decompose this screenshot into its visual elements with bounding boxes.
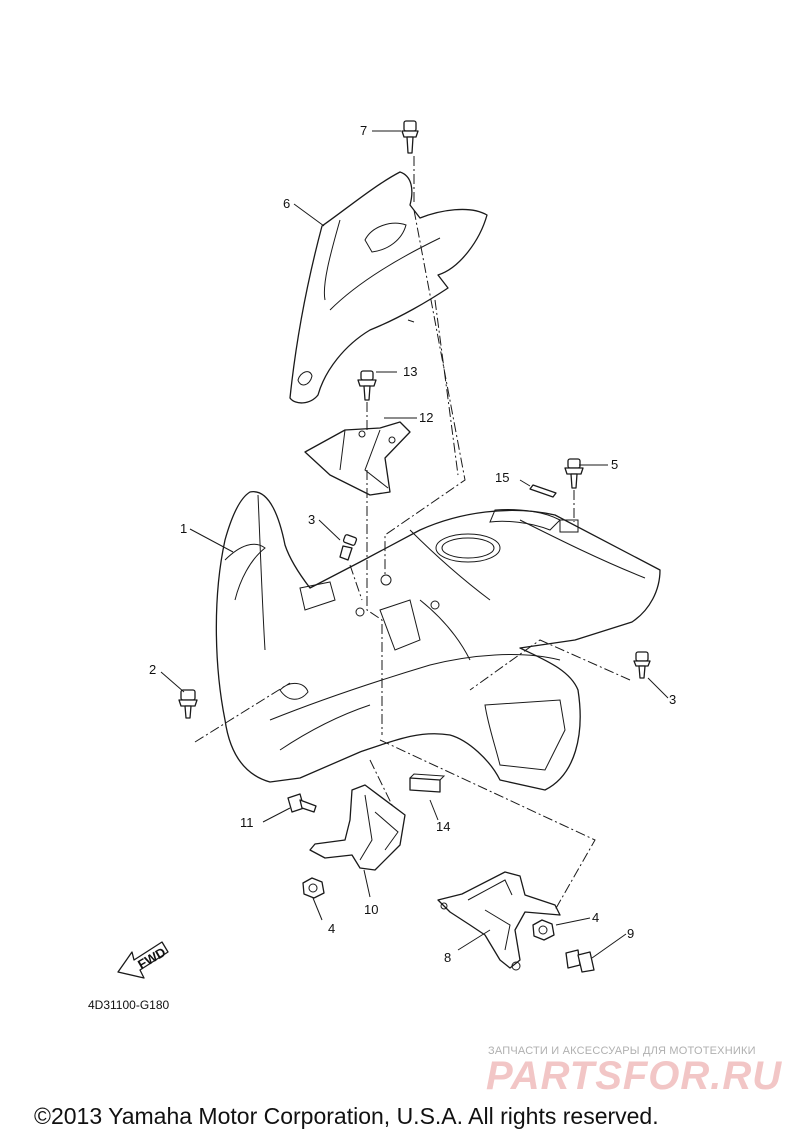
part-12-bracket: [304, 421, 411, 496]
fwd-direction-arrow: FWD: [117, 941, 169, 979]
copyright-notice: ©2013 Yamaha Motor Corporation, U.S.A. A…: [34, 1103, 659, 1129]
part-11-bolt: [287, 793, 317, 813]
part-14-pad: [409, 773, 446, 793]
callout-4-right: 4: [592, 910, 599, 925]
part-13-bolt: [357, 370, 377, 401]
part-6-front-cover: [289, 171, 488, 404]
callout-6: 6: [283, 196, 290, 211]
part-5-bolt: [564, 458, 584, 489]
callout-numbers: 7 6 13 12 5 15 1 3 2 3 11 14 10 4 4 9 8: [149, 123, 676, 965]
callout-1: 1: [180, 521, 187, 536]
callout-13: 13: [403, 364, 417, 379]
part-8-bracket: [437, 871, 561, 971]
part-9-bolt: [565, 949, 595, 973]
watermark-tagline: ЗАПЧАСТИ И АКСЕССУАРЫ ДЛЯ МОТОТЕХНИКИ: [488, 1045, 756, 1057]
part-4-nut-left: [302, 877, 325, 899]
callout-14: 14: [436, 819, 450, 834]
callout-7: 7: [360, 123, 367, 138]
part-4-nut-right: [532, 919, 555, 941]
watermark-site: PARTSFOR.RU: [486, 1054, 783, 1098]
callout-3-right: 3: [669, 692, 676, 707]
callout-10: 10: [364, 902, 378, 917]
callout-15: 15: [495, 470, 509, 485]
part-15-label: [529, 484, 557, 498]
assembly-center-lines: [194, 156, 631, 911]
callout-4-left: 4: [328, 921, 335, 936]
part-3-bolt-right: [633, 651, 651, 679]
callout-5: 5: [611, 457, 618, 472]
callout-11: 11: [240, 815, 254, 830]
part-1-front-fender: [215, 491, 661, 791]
part-3-bolt-left: [339, 534, 358, 561]
diagram-code: 4D31100-G180: [88, 998, 170, 1012]
callout-9: 9: [627, 926, 634, 941]
callout-12: 12: [419, 410, 433, 425]
callout-2: 2: [149, 662, 156, 677]
callout-3-left: 3: [308, 512, 315, 527]
callout-8: 8: [444, 950, 451, 965]
part-10-stay: [309, 784, 406, 871]
callout-leaders: [160, 130, 669, 959]
part-7-bolt: [401, 120, 419, 154]
part-2-bolt: [178, 689, 198, 719]
